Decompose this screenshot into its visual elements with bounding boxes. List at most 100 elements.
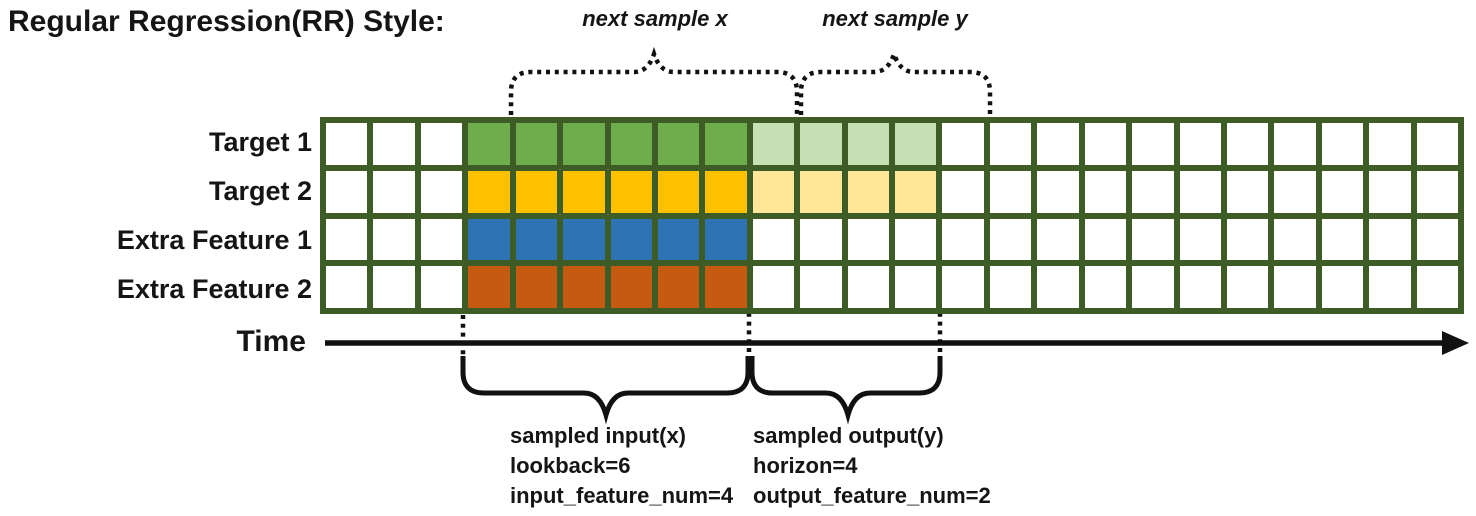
cell-r2-c22 xyxy=(1369,218,1411,261)
next-sample-x-brace xyxy=(508,46,800,115)
cell-r1-c20 xyxy=(1274,170,1316,213)
cell-r3-c18 xyxy=(1179,266,1221,308)
cell-r2-c17 xyxy=(1132,218,1174,261)
cell-r2-c1 xyxy=(373,218,415,261)
cell-r1-c22 xyxy=(1369,170,1411,213)
cell-r3-c20 xyxy=(1274,266,1316,308)
cell-r2-c7 xyxy=(657,218,700,261)
cell-r2-c11 xyxy=(847,218,889,261)
cell-r1-c8 xyxy=(705,170,747,213)
cell-r0-c12 xyxy=(895,123,937,165)
cell-r2-c4 xyxy=(515,218,558,261)
cell-r1-c4 xyxy=(515,170,558,213)
cell-r1-c16 xyxy=(1084,170,1127,213)
cell-r3-c5 xyxy=(563,266,605,308)
cell-r2-c2 xyxy=(420,218,463,261)
cell-r0-c7 xyxy=(657,123,700,165)
cell-r3-c0 xyxy=(326,266,368,308)
next-sample-y-label: next sample y xyxy=(822,6,968,31)
cell-r0-c20 xyxy=(1274,123,1316,165)
cell-r3-c23 xyxy=(1416,266,1458,308)
cell-r3-c10 xyxy=(800,266,842,308)
input-feature-num-value: input_feature_num=4 xyxy=(510,483,734,508)
row-label-target-1: Target 1 xyxy=(208,127,312,157)
sampled-output-annotation: sampled output(y) horizon=4 output_featu… xyxy=(753,421,991,511)
next-sample-y-brace xyxy=(798,46,993,115)
cell-r0-c15 xyxy=(1037,123,1079,165)
cell-r2-c3 xyxy=(468,218,510,261)
cell-r1-c7 xyxy=(657,170,700,213)
cell-r1-c19 xyxy=(1226,170,1269,213)
cell-r0-c5 xyxy=(563,123,605,165)
cell-r2-c8 xyxy=(705,218,747,261)
grid xyxy=(320,117,1464,314)
cell-r0-c6 xyxy=(610,123,652,165)
cell-r0-c18 xyxy=(1179,123,1221,165)
cell-r3-c14 xyxy=(989,266,1032,308)
cell-r0-c8 xyxy=(705,123,747,165)
cell-r2-c9 xyxy=(752,218,795,261)
cell-r3-c3 xyxy=(468,266,510,308)
cell-r3-c1 xyxy=(373,266,415,308)
cell-r3-c8 xyxy=(705,266,747,308)
cell-r3-c11 xyxy=(847,266,889,308)
row-label-extra-feature-1: Extra Feature 1 xyxy=(116,225,312,255)
cell-r0-c3 xyxy=(468,123,510,165)
cell-r2-c14 xyxy=(989,218,1032,261)
cell-r3-c22 xyxy=(1369,266,1411,308)
cell-r0-c10 xyxy=(800,123,842,165)
cell-r1-c2 xyxy=(420,170,463,213)
lookback-value: lookback=6 xyxy=(510,453,631,478)
cell-r2-c19 xyxy=(1226,218,1269,261)
cell-r1-c23 xyxy=(1416,170,1458,213)
cell-r3-c13 xyxy=(942,266,984,308)
cell-r3-c9 xyxy=(752,266,795,308)
cell-r3-c17 xyxy=(1132,266,1174,308)
cell-r0-c2 xyxy=(420,123,463,165)
cell-r3-c16 xyxy=(1084,266,1127,308)
sampled-input-title: sampled input(x) xyxy=(510,423,687,448)
sampled-output-title: sampled output(y) xyxy=(753,423,944,448)
cell-r1-c14 xyxy=(989,170,1032,213)
sampled-input-brace xyxy=(460,356,751,425)
cell-r1-c15 xyxy=(1037,170,1079,213)
cell-r0-c4 xyxy=(515,123,558,165)
cell-r0-c9 xyxy=(752,123,795,165)
cell-r1-c21 xyxy=(1321,170,1364,213)
cell-r1-c10 xyxy=(800,170,842,213)
cell-r3-c6 xyxy=(610,266,652,308)
cell-r1-c9 xyxy=(752,170,795,213)
cell-r2-c18 xyxy=(1179,218,1221,261)
cell-r3-c15 xyxy=(1037,266,1079,308)
cell-r3-c2 xyxy=(420,266,463,308)
cell-r2-c15 xyxy=(1037,218,1079,261)
cell-r1-c18 xyxy=(1179,170,1221,213)
cell-r1-c13 xyxy=(942,170,984,213)
next-sample-x-label: next sample x xyxy=(582,6,728,31)
cell-r3-c21 xyxy=(1321,266,1364,308)
cell-r0-c17 xyxy=(1132,123,1174,165)
cell-r1-c12 xyxy=(895,170,937,213)
cell-r0-c19 xyxy=(1226,123,1269,165)
cell-r2-c10 xyxy=(800,218,842,261)
cell-r0-c13 xyxy=(942,123,984,165)
time-axis-label: Time xyxy=(236,325,306,358)
cell-r3-c7 xyxy=(657,266,700,308)
diagram-title: Regular Regression(RR) Style: xyxy=(8,5,445,38)
cell-r2-c23 xyxy=(1416,218,1458,261)
cell-r2-c0 xyxy=(326,218,368,261)
row-label-extra-feature-2: Extra Feature 2 xyxy=(116,274,312,304)
cell-r2-c20 xyxy=(1274,218,1316,261)
cell-r0-c14 xyxy=(989,123,1032,165)
cell-r1-c3 xyxy=(468,170,510,213)
cell-r1-c0 xyxy=(326,170,368,213)
cell-r0-c22 xyxy=(1369,123,1411,165)
cell-r1-c6 xyxy=(610,170,652,213)
cell-r2-c13 xyxy=(942,218,984,261)
cell-r1-c5 xyxy=(563,170,605,213)
cell-r3-c4 xyxy=(515,266,558,308)
cell-r0-c16 xyxy=(1084,123,1127,165)
output-feature-num-value: output_feature_num=2 xyxy=(753,483,991,508)
cell-r3-c12 xyxy=(895,266,937,308)
